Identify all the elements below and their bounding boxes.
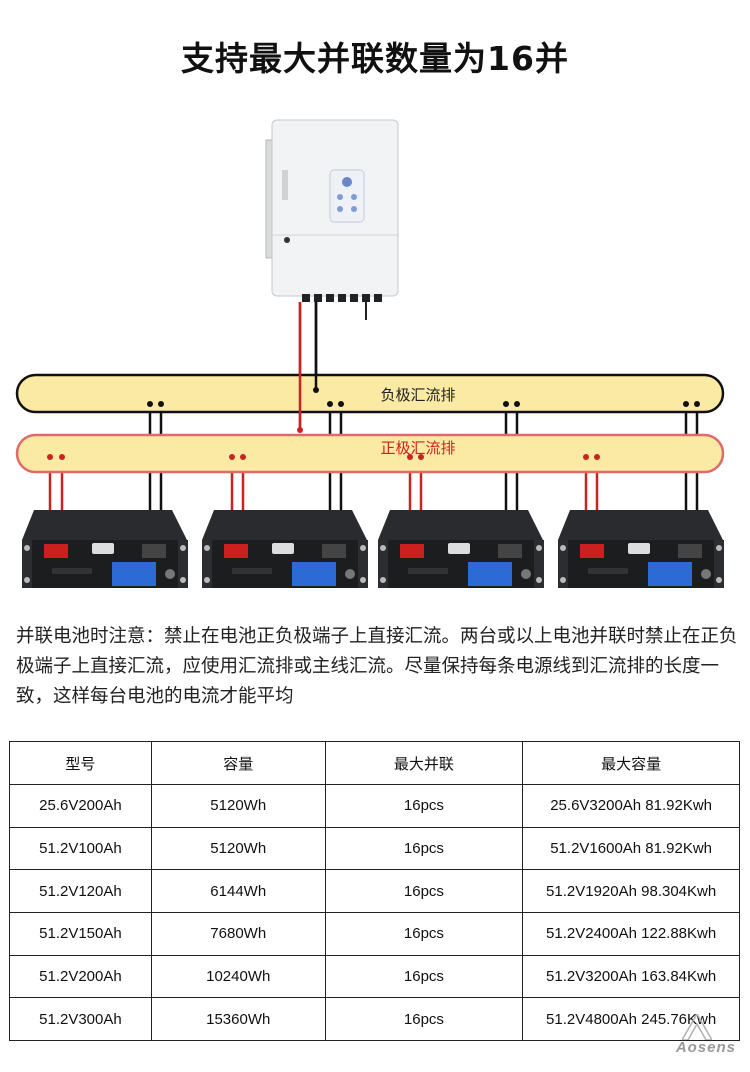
cell-max-parallel: 16pcs xyxy=(324,784,524,828)
battery-module xyxy=(558,510,724,588)
table-row: 51.2V300Ah 15360Wh 16pcs 51.2V4800Ah 245… xyxy=(9,997,740,1041)
watermark-logo-icon xyxy=(682,1014,712,1040)
cell-model: 51.2V200Ah xyxy=(9,954,152,999)
cell-model: 25.6V200Ah xyxy=(9,784,152,828)
parallel-note: 并联电池时注意：禁止在电池正负极端子上直接汇流。两台或以上电池并联时禁止在正负极… xyxy=(16,626,738,707)
cell-model: 51.2V100Ah xyxy=(9,826,152,871)
cell-max-capacity: 51.2V2400Ah 122.88Kwh xyxy=(522,911,740,956)
cell-model: 51.2V150Ah xyxy=(9,911,152,956)
cell-capacity: 7680Wh xyxy=(150,911,326,956)
page-title: 支持最大并联数量为16并 xyxy=(181,39,569,78)
inverter-terminals xyxy=(302,294,382,320)
table-row: 51.2V200Ah 10240Wh 16pcs 51.2V3200Ah 163… xyxy=(9,954,740,999)
cell-max-parallel: 16pcs xyxy=(324,869,524,913)
cell-max-capacity: 51.2V1600Ah 81.92Kwh xyxy=(522,826,740,871)
header-model: 型号 xyxy=(9,741,152,785)
parallel-wiring-diagram: 负极汇流排 正极汇流排 xyxy=(15,119,725,588)
cell-max-capacity: 25.6V3200Ah 81.92Kwh xyxy=(522,784,740,828)
cell-capacity: 10240Wh xyxy=(150,954,326,999)
spec-table: 型号 容量 最大并联 最大容量 25.6V200Ah 5120Wh 16pcs … xyxy=(9,741,740,1041)
positive-bus-label: 正极汇流排 xyxy=(380,439,455,457)
cell-max-parallel: 16pcs xyxy=(324,911,524,956)
cell-capacity: 15360Wh xyxy=(150,997,326,1041)
watermark: Aosens xyxy=(675,1039,736,1056)
table-row: 51.2V120Ah 6144Wh 16pcs 51.2V1920Ah 98.3… xyxy=(9,869,740,913)
table-row: 51.2V100Ah 5120Wh 16pcs 51.2V1600Ah 81.9… xyxy=(9,826,740,871)
header-max-parallel: 最大并联 xyxy=(324,741,524,785)
battery-module xyxy=(202,510,368,588)
cell-model: 51.2V120Ah xyxy=(9,869,152,913)
cell-capacity: 5120Wh xyxy=(150,826,326,871)
negative-bus-label: 负极汇流排 xyxy=(380,386,455,404)
battery-module xyxy=(378,510,544,588)
table-row: 25.6V200Ah 5120Wh 16pcs 25.6V3200Ah 81.9… xyxy=(9,784,740,828)
cell-max-parallel: 16pcs xyxy=(324,997,524,1041)
table-row: 51.2V150Ah 7680Wh 16pcs 51.2V2400Ah 122.… xyxy=(9,911,740,956)
cell-capacity: 6144Wh xyxy=(150,869,326,913)
cell-max-parallel: 16pcs xyxy=(324,826,524,871)
inverter xyxy=(265,119,399,320)
cell-max-parallel: 16pcs xyxy=(324,954,524,999)
positive-bus-bar: 正极汇流排 xyxy=(15,427,725,474)
cell-capacity: 5120Wh xyxy=(150,784,326,828)
cell-max-capacity: 51.2V1920Ah 98.304Kwh xyxy=(522,869,740,913)
header-capacity: 容量 xyxy=(150,741,326,785)
table-header-row: 型号 容量 最大并联 最大容量 xyxy=(9,741,740,785)
cell-max-capacity: 51.2V3200Ah 163.84Kwh xyxy=(522,954,740,999)
cell-max-capacity: 51.2V4800Ah 245.76Kwh xyxy=(522,997,740,1041)
header-max-capacity: 最大容量 xyxy=(522,741,740,785)
inverter-display xyxy=(329,169,365,223)
cell-model: 51.2V300Ah xyxy=(9,997,152,1041)
negative-bus-bar: 负极汇流排 xyxy=(15,373,725,414)
battery-module xyxy=(22,510,188,588)
